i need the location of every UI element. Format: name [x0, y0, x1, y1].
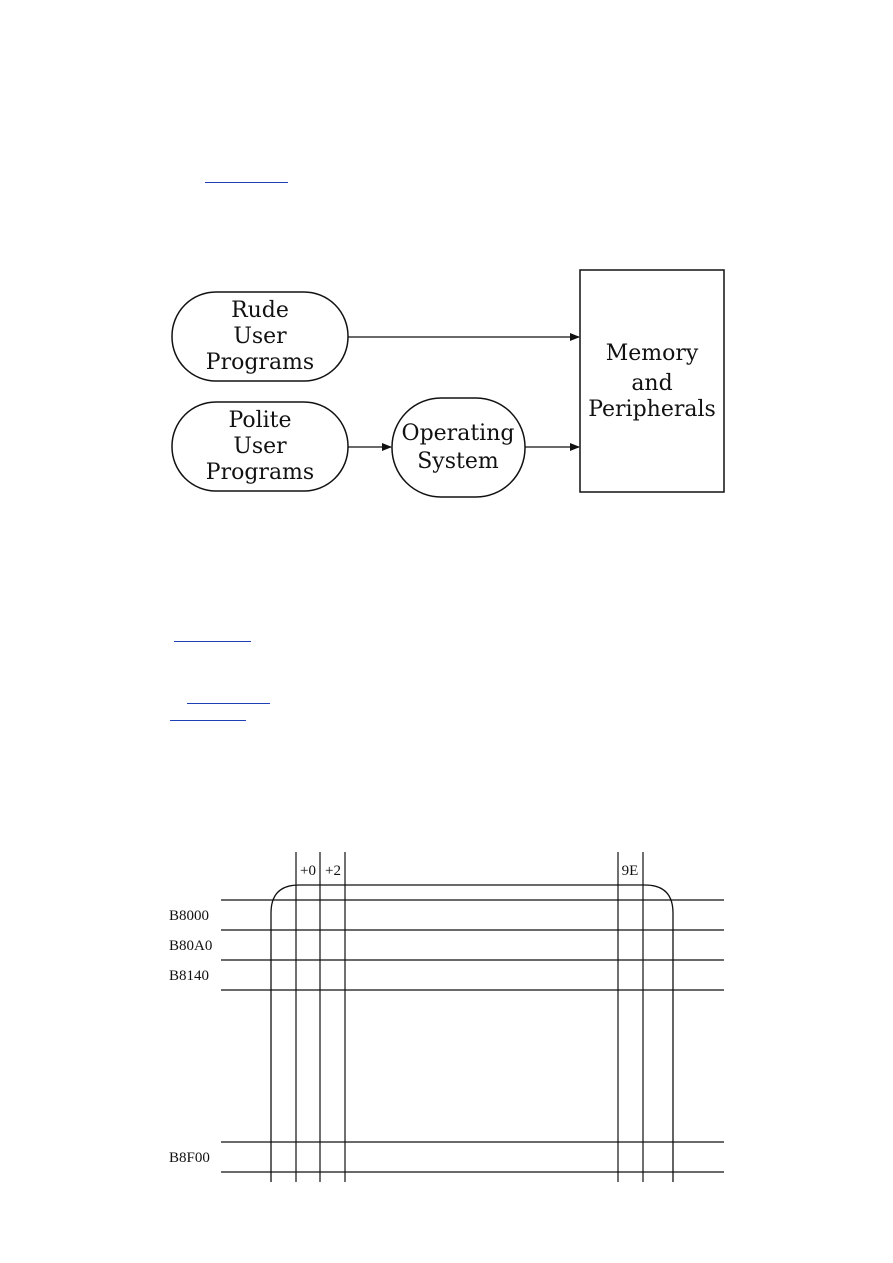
column-label-plus-2: +2: [325, 863, 341, 879]
os-label-1: Operating: [402, 421, 515, 446]
memory-label-2: and: [631, 371, 672, 396]
screen-outline: [270, 884, 674, 1182]
rude-label-1: Rude: [231, 298, 289, 323]
memory-peripherals-node: [579, 269, 725, 493]
access-diagram: Rude User Programs Polite User Programs …: [171, 269, 725, 498]
rude-label-2: User: [233, 324, 287, 349]
link-underline-3[interactable]: [187, 703, 270, 704]
row-label-b8140: B8140: [169, 968, 209, 984]
memory-label-1: Memory: [606, 341, 699, 366]
link-underline-1[interactable]: [205, 182, 288, 183]
column-label-9e: 9E: [622, 863, 639, 879]
link-underline-4[interactable]: [170, 720, 246, 721]
link-underline-2[interactable]: [174, 641, 251, 642]
column-label-plus-0: +0: [300, 863, 316, 879]
polite-label-1: Polite: [228, 408, 291, 433]
rude-label-3: Programs: [206, 350, 314, 375]
os-label-2: System: [417, 449, 499, 474]
row-label-b80a0: B80A0: [169, 938, 212, 954]
row-label-b8000: B8000: [169, 908, 209, 924]
memory-label-3: Peripherals: [588, 397, 716, 422]
polite-label-2: User: [233, 434, 287, 459]
operating-system-node: [391, 397, 526, 498]
row-label-b8f00: B8F00: [169, 1150, 210, 1166]
polite-label-3: Programs: [206, 460, 314, 485]
